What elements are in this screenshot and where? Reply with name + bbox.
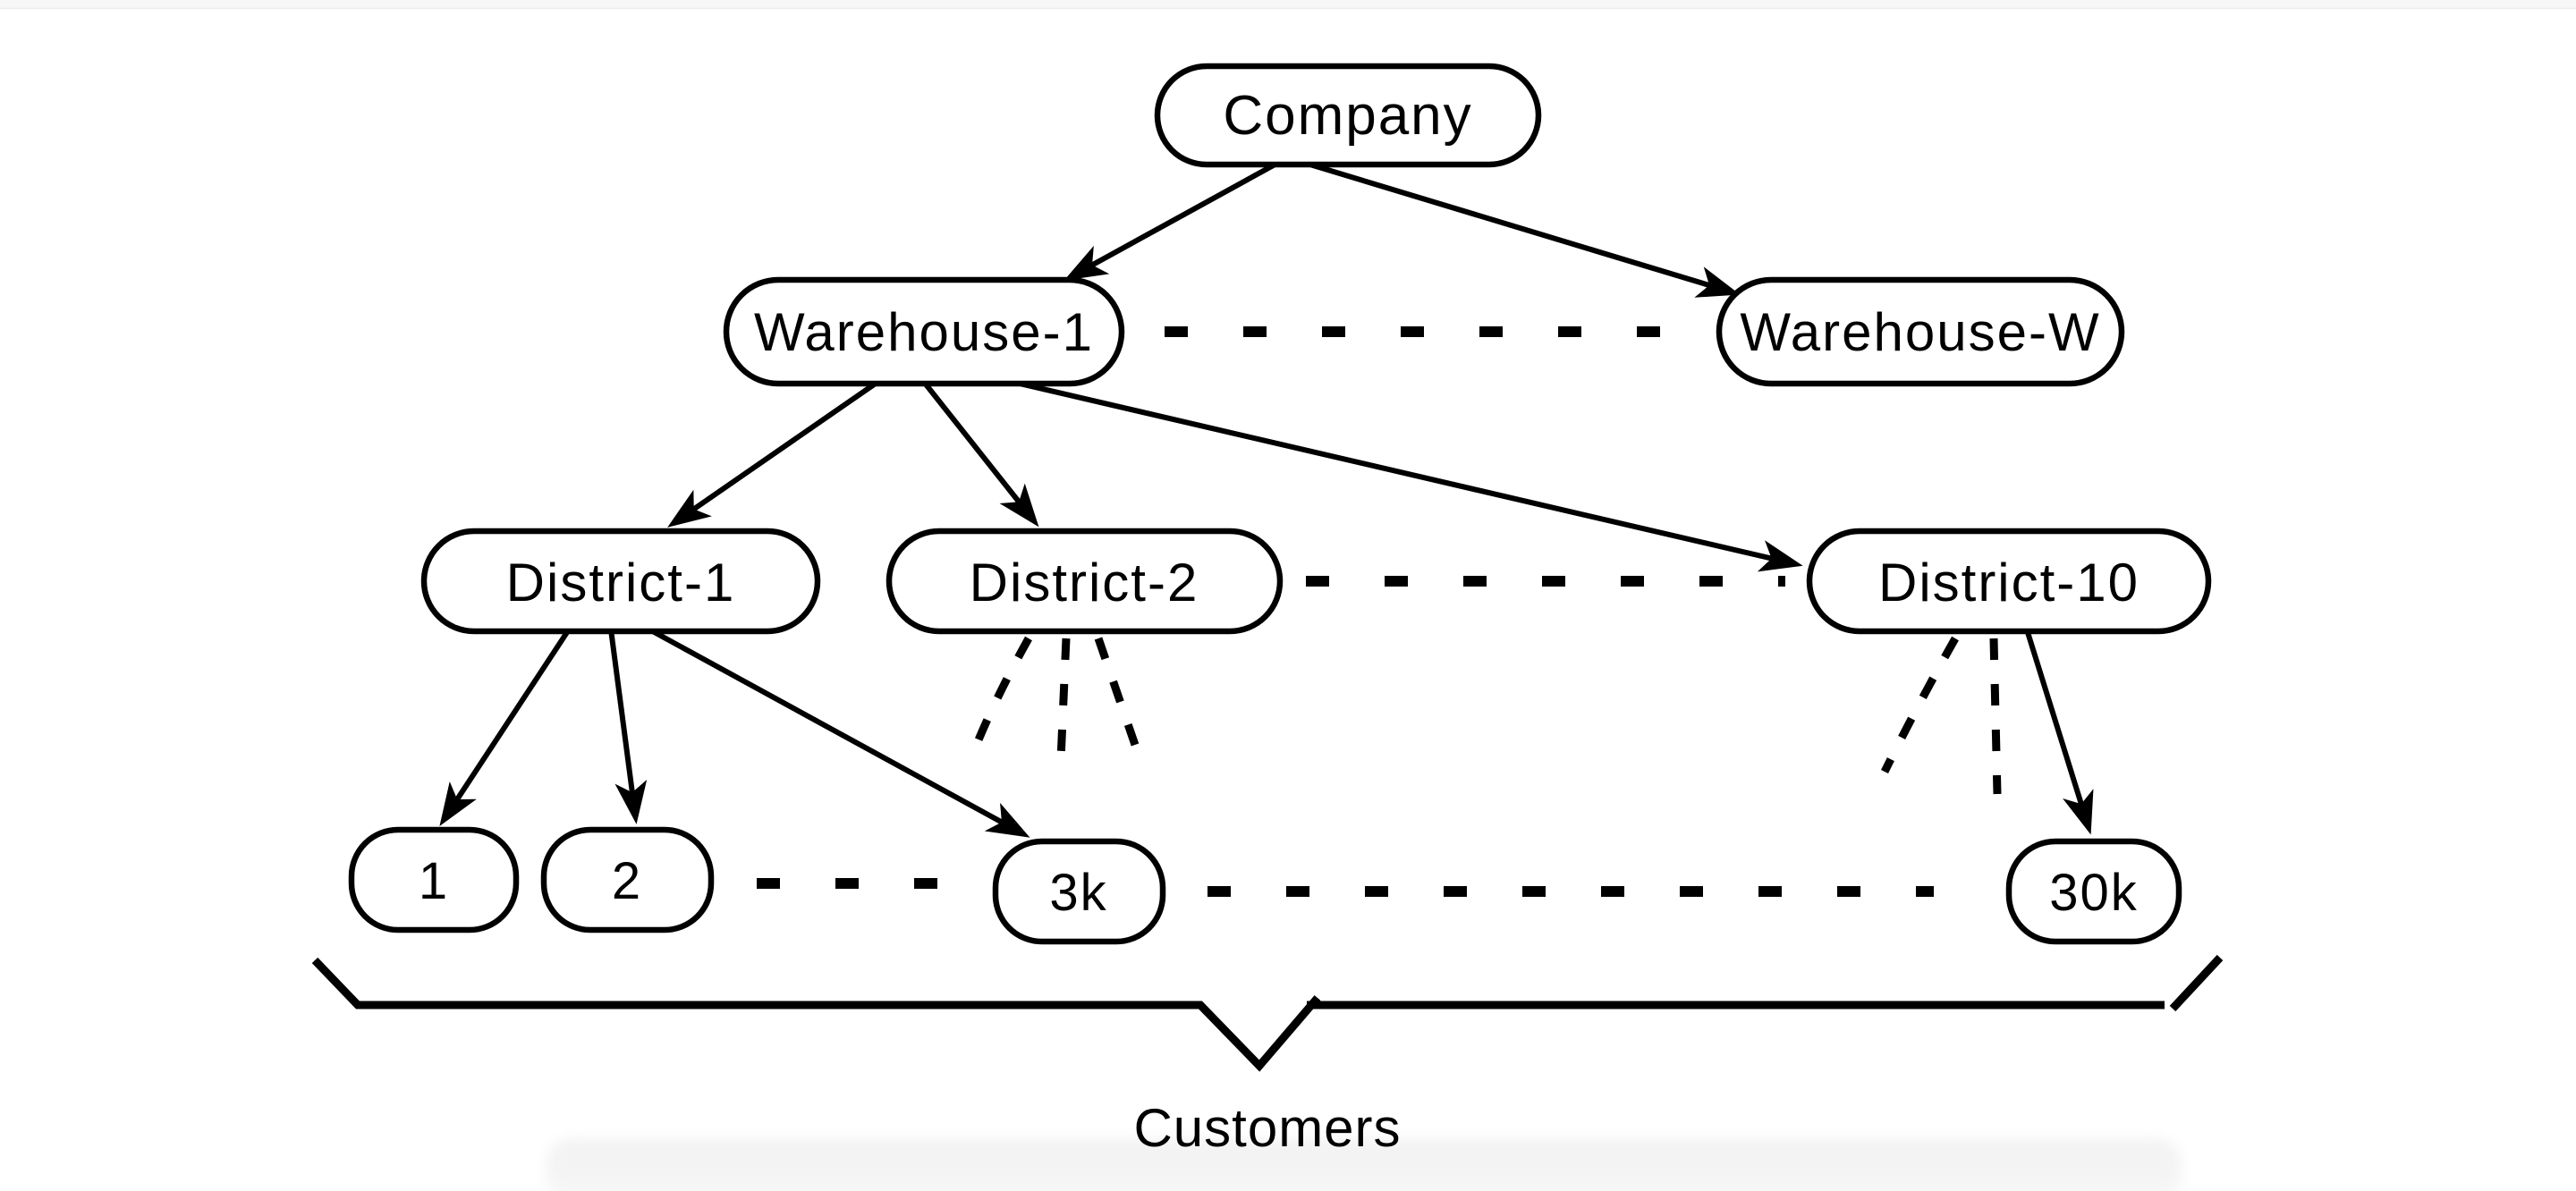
district-1-node-label: District-1 — [506, 553, 736, 612]
node-district-1: District-1 — [420, 528, 821, 635]
customer-2-node-label: 2 — [612, 852, 642, 910]
node-company: Company — [1154, 63, 1542, 168]
node-district-2: District-2 — [886, 528, 1284, 635]
edge-company-warehouse1 — [1063, 160, 1280, 281]
node-district-10: District-10 — [1806, 528, 2212, 635]
customer-3k-node-label: 3k — [1049, 864, 1107, 922]
district-10-node-label: District-10 — [1878, 553, 2140, 612]
customers-label: Customers — [1133, 1098, 1401, 1158]
edges — [439, 160, 2094, 838]
warehouse-w-node-shape — [1716, 276, 2125, 387]
edge-warehouse1-district10 — [969, 369, 1803, 572]
customer-1-node-shape — [348, 826, 520, 933]
company-node-label: Company — [1223, 85, 1472, 147]
company-node-shape — [1154, 63, 1542, 168]
customers-brace — [311, 954, 2224, 1072]
warehouse-1-node-label: Warehouse-1 — [754, 302, 1094, 362]
dashed-fans — [969, 636, 2002, 795]
district-2-node-label: District-2 — [970, 553, 1199, 612]
dashed-fan-district2-left — [969, 636, 1032, 755]
customer-2-node-shape — [540, 826, 715, 933]
warehouse-w-node-label: Warehouse-W — [1740, 302, 2100, 362]
edge-warehouse1-district1 — [667, 378, 881, 528]
customer-30k-node-shape — [2005, 838, 2182, 945]
edge-company-warehousew — [1303, 160, 1741, 298]
district-10-node-shape — [1806, 528, 2212, 635]
node-customer-30k: 30k — [2005, 838, 2182, 945]
dashed-fan-district2-middle — [1056, 638, 1071, 761]
node-customer-1: 1 — [348, 826, 520, 933]
district-1-node-shape — [420, 528, 821, 635]
edge-warehouse1-district2 — [920, 379, 1039, 528]
node-customer-2: 2 — [540, 826, 715, 933]
customer-30k-node-label: 30k — [2049, 864, 2139, 922]
edge-district1-customer3k — [648, 627, 1030, 838]
customers-brace-end-tick — [2169, 954, 2224, 1012]
ellipsis-separators — [757, 326, 1934, 897]
district-2-node-shape — [886, 528, 1284, 635]
page-shadow-artifact — [546, 1139, 2182, 1191]
warehouse-1-node-shape — [723, 276, 1125, 387]
node-warehouse-1: Warehouse-1 — [723, 276, 1125, 387]
top-edge-artifact — [0, 0, 2576, 10]
edge-district10-customer30k — [2024, 629, 2094, 835]
customers-brace-left — [311, 957, 1321, 1072]
node-customer-3k: 3k — [992, 838, 1166, 945]
node-warehouse-w: Warehouse-W — [1716, 276, 2125, 387]
customer-3k-node-shape — [992, 838, 1166, 945]
edge-district1-customer1 — [439, 628, 572, 827]
dashed-fan-district10-left — [1880, 636, 1959, 773]
dashed-fan-district2-right — [1094, 637, 1140, 747]
customer-1-node-label: 1 — [419, 852, 449, 910]
edge-district1-customer2 — [608, 629, 648, 824]
